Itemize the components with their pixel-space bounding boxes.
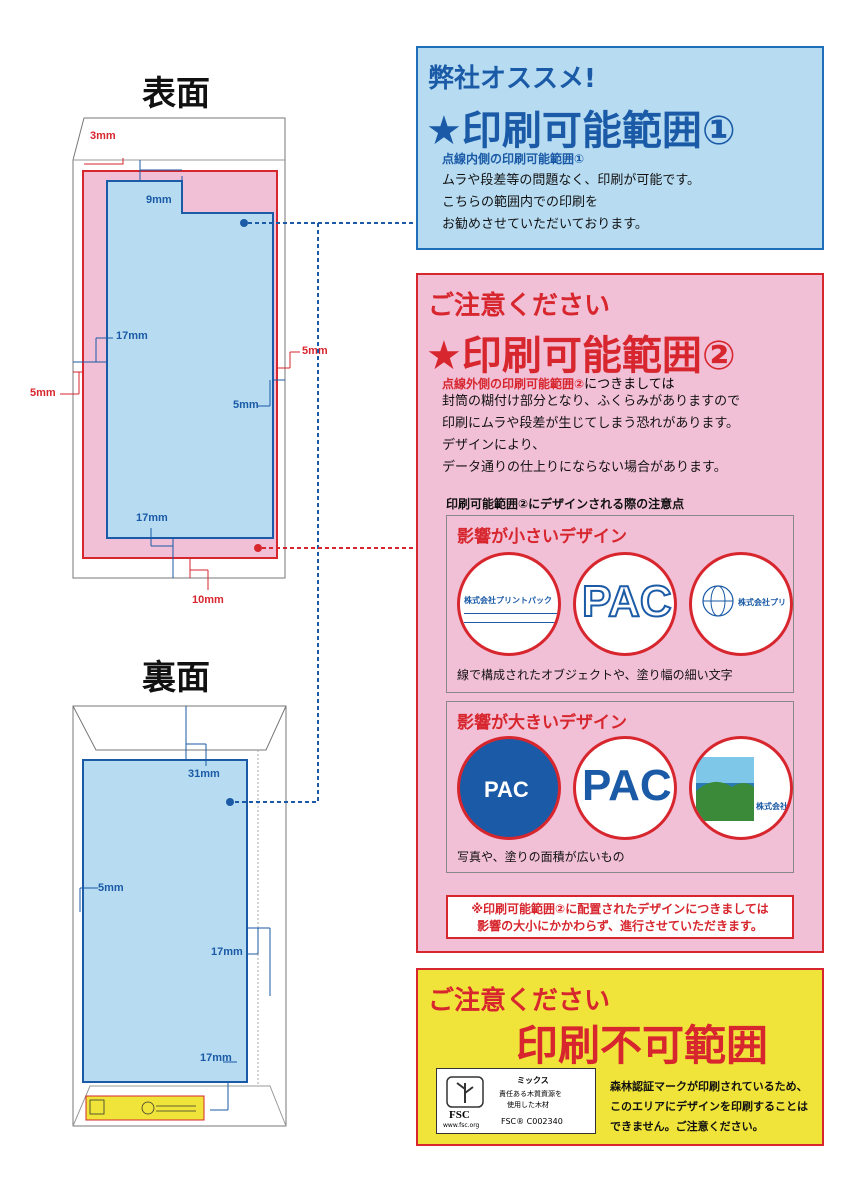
fsc-mix-desc-1: 責任ある木質資源を <box>499 1090 562 1098</box>
box1-line-1: ムラや段差等の問題なく、印刷が可能です。 <box>442 173 701 188</box>
large-impact-section: 影響が大きいデザイン PAC PAC 株式会社 写真や、塗りの面積が広いもの <box>446 701 794 873</box>
box1-kicker: 弊社オススメ! <box>428 64 596 94</box>
box2-line-2: 印刷にムラや段差が生じてしまう恐れがあります。 <box>442 416 740 431</box>
fsc-url: www.fsc.org <box>443 1122 480 1129</box>
box2-line-4: データ通りの仕上りにならない場合があります。 <box>442 460 727 475</box>
large-impact-title: 影響が大きいデザイン <box>457 713 627 733</box>
front-dim-9mm: 9mm <box>146 194 172 206</box>
large-impact-caption: 写真や、塗りの面積が広いもの <box>457 850 625 864</box>
box1-heading: ★印刷可能範囲① <box>426 108 736 154</box>
back-dim-31mm: 31mm <box>188 768 220 780</box>
box2-line-3: デザインにより、 <box>442 438 546 453</box>
front-dim-17mm-bottom: 17mm <box>136 512 168 524</box>
box2-points-title: 印刷可能範囲②にデザインされる際の注意点 <box>446 497 685 511</box>
box2-kicker: ご注意ください <box>428 291 611 321</box>
back-title: 裏面 <box>142 658 210 698</box>
thin-company-text: 株式会社プリントパック <box>464 596 552 605</box>
example-thin-text-logo: 株式会社プリントパック <box>457 552 561 656</box>
fsc-text: FSC <box>449 1109 470 1121</box>
small-impact-section: 影響が小さいデザイン 株式会社プリントパック PAC 株式会社プリ 線で構成され… <box>446 515 794 693</box>
example-photo-logo: 株式会社 <box>689 736 793 840</box>
back-dim-17mm-right: 17mm <box>211 946 243 958</box>
example-globe-logo: 株式会社プリ <box>689 552 793 656</box>
box2-note-line-2: 影響の大小にかかわらず、進行させていただきます。 <box>477 919 763 933</box>
printable-area-1-panel: 弊社オススメ! ★印刷可能範囲① 点線内側の印刷可能範囲① ムラや段差等の問題な… <box>416 46 824 250</box>
globe-company-text: 株式会社プリ <box>738 598 786 607</box>
box2-line-1: 封筒の糊付け部分となり、ふくらみがありますので <box>442 394 741 409</box>
box3-line-2: このエリアにデザインを印刷することは <box>610 1100 808 1113</box>
fsc-mix: ミックス <box>517 1076 549 1085</box>
printable-area-2-panel: ご注意ください ★印刷可能範囲② 点線外側の印刷可能範囲②につきましては 封筒の… <box>416 273 824 953</box>
front-dim-17mm-left: 17mm <box>116 330 148 342</box>
box2-note: ※印刷可能範囲②に配置されたデザインにつきましては 影響の大小にかかわらず、進行… <box>446 895 794 939</box>
fsc-mix-desc-2: 使用した木材 <box>507 1101 549 1109</box>
box3-heading: 印刷不可範囲 <box>516 1021 769 1070</box>
box2-note-line-1: ※印刷可能範囲②に配置されたデザインにつきましては <box>471 902 769 916</box>
box2-heading: ★印刷可能範囲② <box>426 333 736 379</box>
box1-line-2: こちらの範囲内での印刷を <box>442 195 599 210</box>
fsc-tree-icon <box>446 1076 484 1108</box>
box1-line-3: お勧めさせていただいております。 <box>442 217 648 232</box>
thin-lines <box>464 613 558 623</box>
front-envelope-diagram <box>60 117 300 590</box>
example-solid-pac-block: PAC <box>457 736 561 840</box>
globe-icon <box>702 585 734 617</box>
example-outline-pac-logo: PAC <box>573 552 677 656</box>
small-impact-title: 影響が小さいデザイン <box>457 527 627 547</box>
front-title: 表面 <box>142 74 210 114</box>
front-dim-5mm-right: 5mm <box>302 345 328 357</box>
back-envelope-diagram <box>72 705 287 1127</box>
small-impact-caption: 線で構成されたオブジェクトや、塗り幅の細い文字 <box>457 668 733 682</box>
example-filled-pac-logo: PAC <box>573 736 677 840</box>
front-dim-10mm: 10mm <box>192 594 224 606</box>
back-dim-17mm-bottom: 17mm <box>200 1052 232 1064</box>
box2-sub: 点線外側の印刷可能範囲②につきましては <box>442 373 675 392</box>
back-dim-5mm: 5mm <box>98 882 124 894</box>
outline-pac-text: PAC <box>581 576 673 627</box>
front-dim-5mm-left: 5mm <box>30 387 56 399</box>
fsc-label-card: FSC www.fsc.org ミックス 責任ある木質資源を 使用した木材 FS… <box>436 1068 596 1134</box>
filled-pac-text: PAC <box>582 761 672 810</box>
box3-kicker: ご注意ください <box>428 986 611 1016</box>
fsc-code: FSC® C002340 <box>501 1117 563 1126</box>
box1-sub: 点線内側の印刷可能範囲① <box>442 152 585 166</box>
front-dim-5mm-inner: 5mm <box>233 399 259 411</box>
box2-sub-rest: につきましては <box>584 377 675 392</box>
box3-line-1: 森林認証マークが印刷されているため、 <box>610 1080 808 1093</box>
landscape-photo-icon <box>696 757 754 821</box>
box3-line-3: できません。ご注意ください。 <box>610 1120 764 1133</box>
solid-pac-text: PAC <box>484 777 529 802</box>
non-printable-area-panel: ご注意ください 印刷不可範囲 FSC www.fsc.org ミックス 責任ある… <box>416 968 824 1146</box>
photo-company-text: 株式会社 <box>756 802 788 811</box>
front-dim-3mm: 3mm <box>90 130 116 142</box>
box2-sub-highlight: 点線外側の印刷可能範囲② <box>442 377 585 391</box>
